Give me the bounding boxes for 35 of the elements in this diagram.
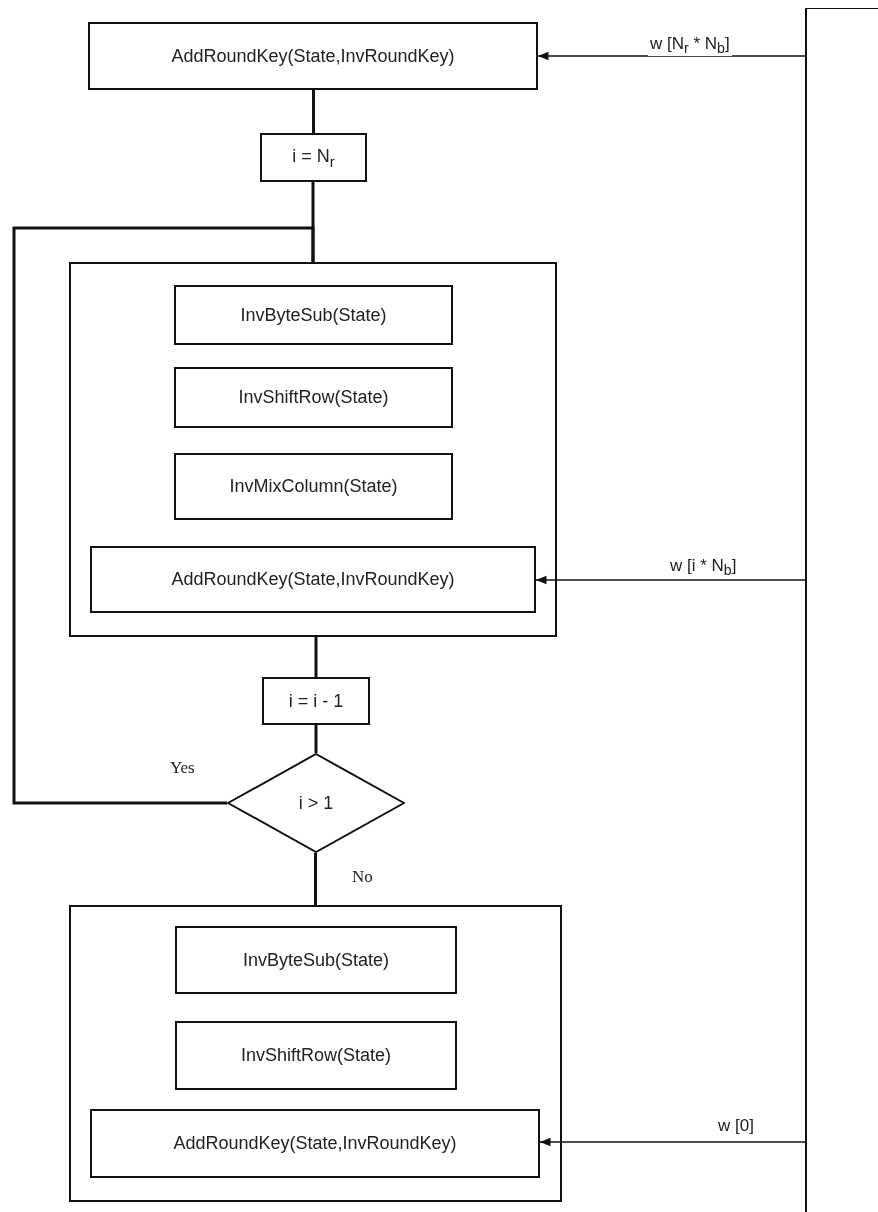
group-box xyxy=(69,905,562,1202)
connector-line xyxy=(312,90,315,133)
key-schedule-line xyxy=(805,8,878,1212)
box-label: AddRoundKey(State,InvRoundKey) xyxy=(171,569,455,590)
process-box xyxy=(174,453,453,520)
decision-diamond xyxy=(227,753,405,853)
arrow xyxy=(535,575,806,585)
box-label: InvShiftRow(State) xyxy=(240,1045,392,1066)
process-box xyxy=(175,1021,457,1090)
box-label: i > 1 xyxy=(298,792,334,814)
box-label: AddRoundKey(State,InvRoundKey) xyxy=(171,45,455,67)
arrow xyxy=(537,51,806,61)
box-label: i = i - 1 xyxy=(288,690,344,712)
connector-line xyxy=(314,853,317,905)
process-box xyxy=(175,926,457,994)
connector-line xyxy=(314,725,318,753)
process-box xyxy=(88,22,538,90)
connector-line xyxy=(12,226,315,805)
box-label: AddRoundKey(State,InvRoundKey) xyxy=(173,1133,457,1154)
process-box xyxy=(262,677,370,725)
box-label: InvByteSub(State) xyxy=(242,949,390,971)
process-box xyxy=(174,367,453,428)
box-label: InvMixColumn(State) xyxy=(229,476,398,497)
edge-label: w [0] xyxy=(716,1116,756,1136)
process-box xyxy=(260,133,367,182)
edge-label: w [N$_{r}$ * N$_{b}$] xyxy=(648,34,732,57)
process-box xyxy=(174,285,453,345)
box-label: i = N$_{r}$ xyxy=(292,145,335,170)
process-box xyxy=(90,546,536,613)
box-label: InvShiftRow(State) xyxy=(238,387,389,408)
box-label: InvByteSub(State) xyxy=(240,304,387,326)
connector-line xyxy=(314,637,318,677)
group-box xyxy=(69,262,557,637)
process-box xyxy=(90,1109,540,1178)
arrow xyxy=(539,1137,806,1147)
